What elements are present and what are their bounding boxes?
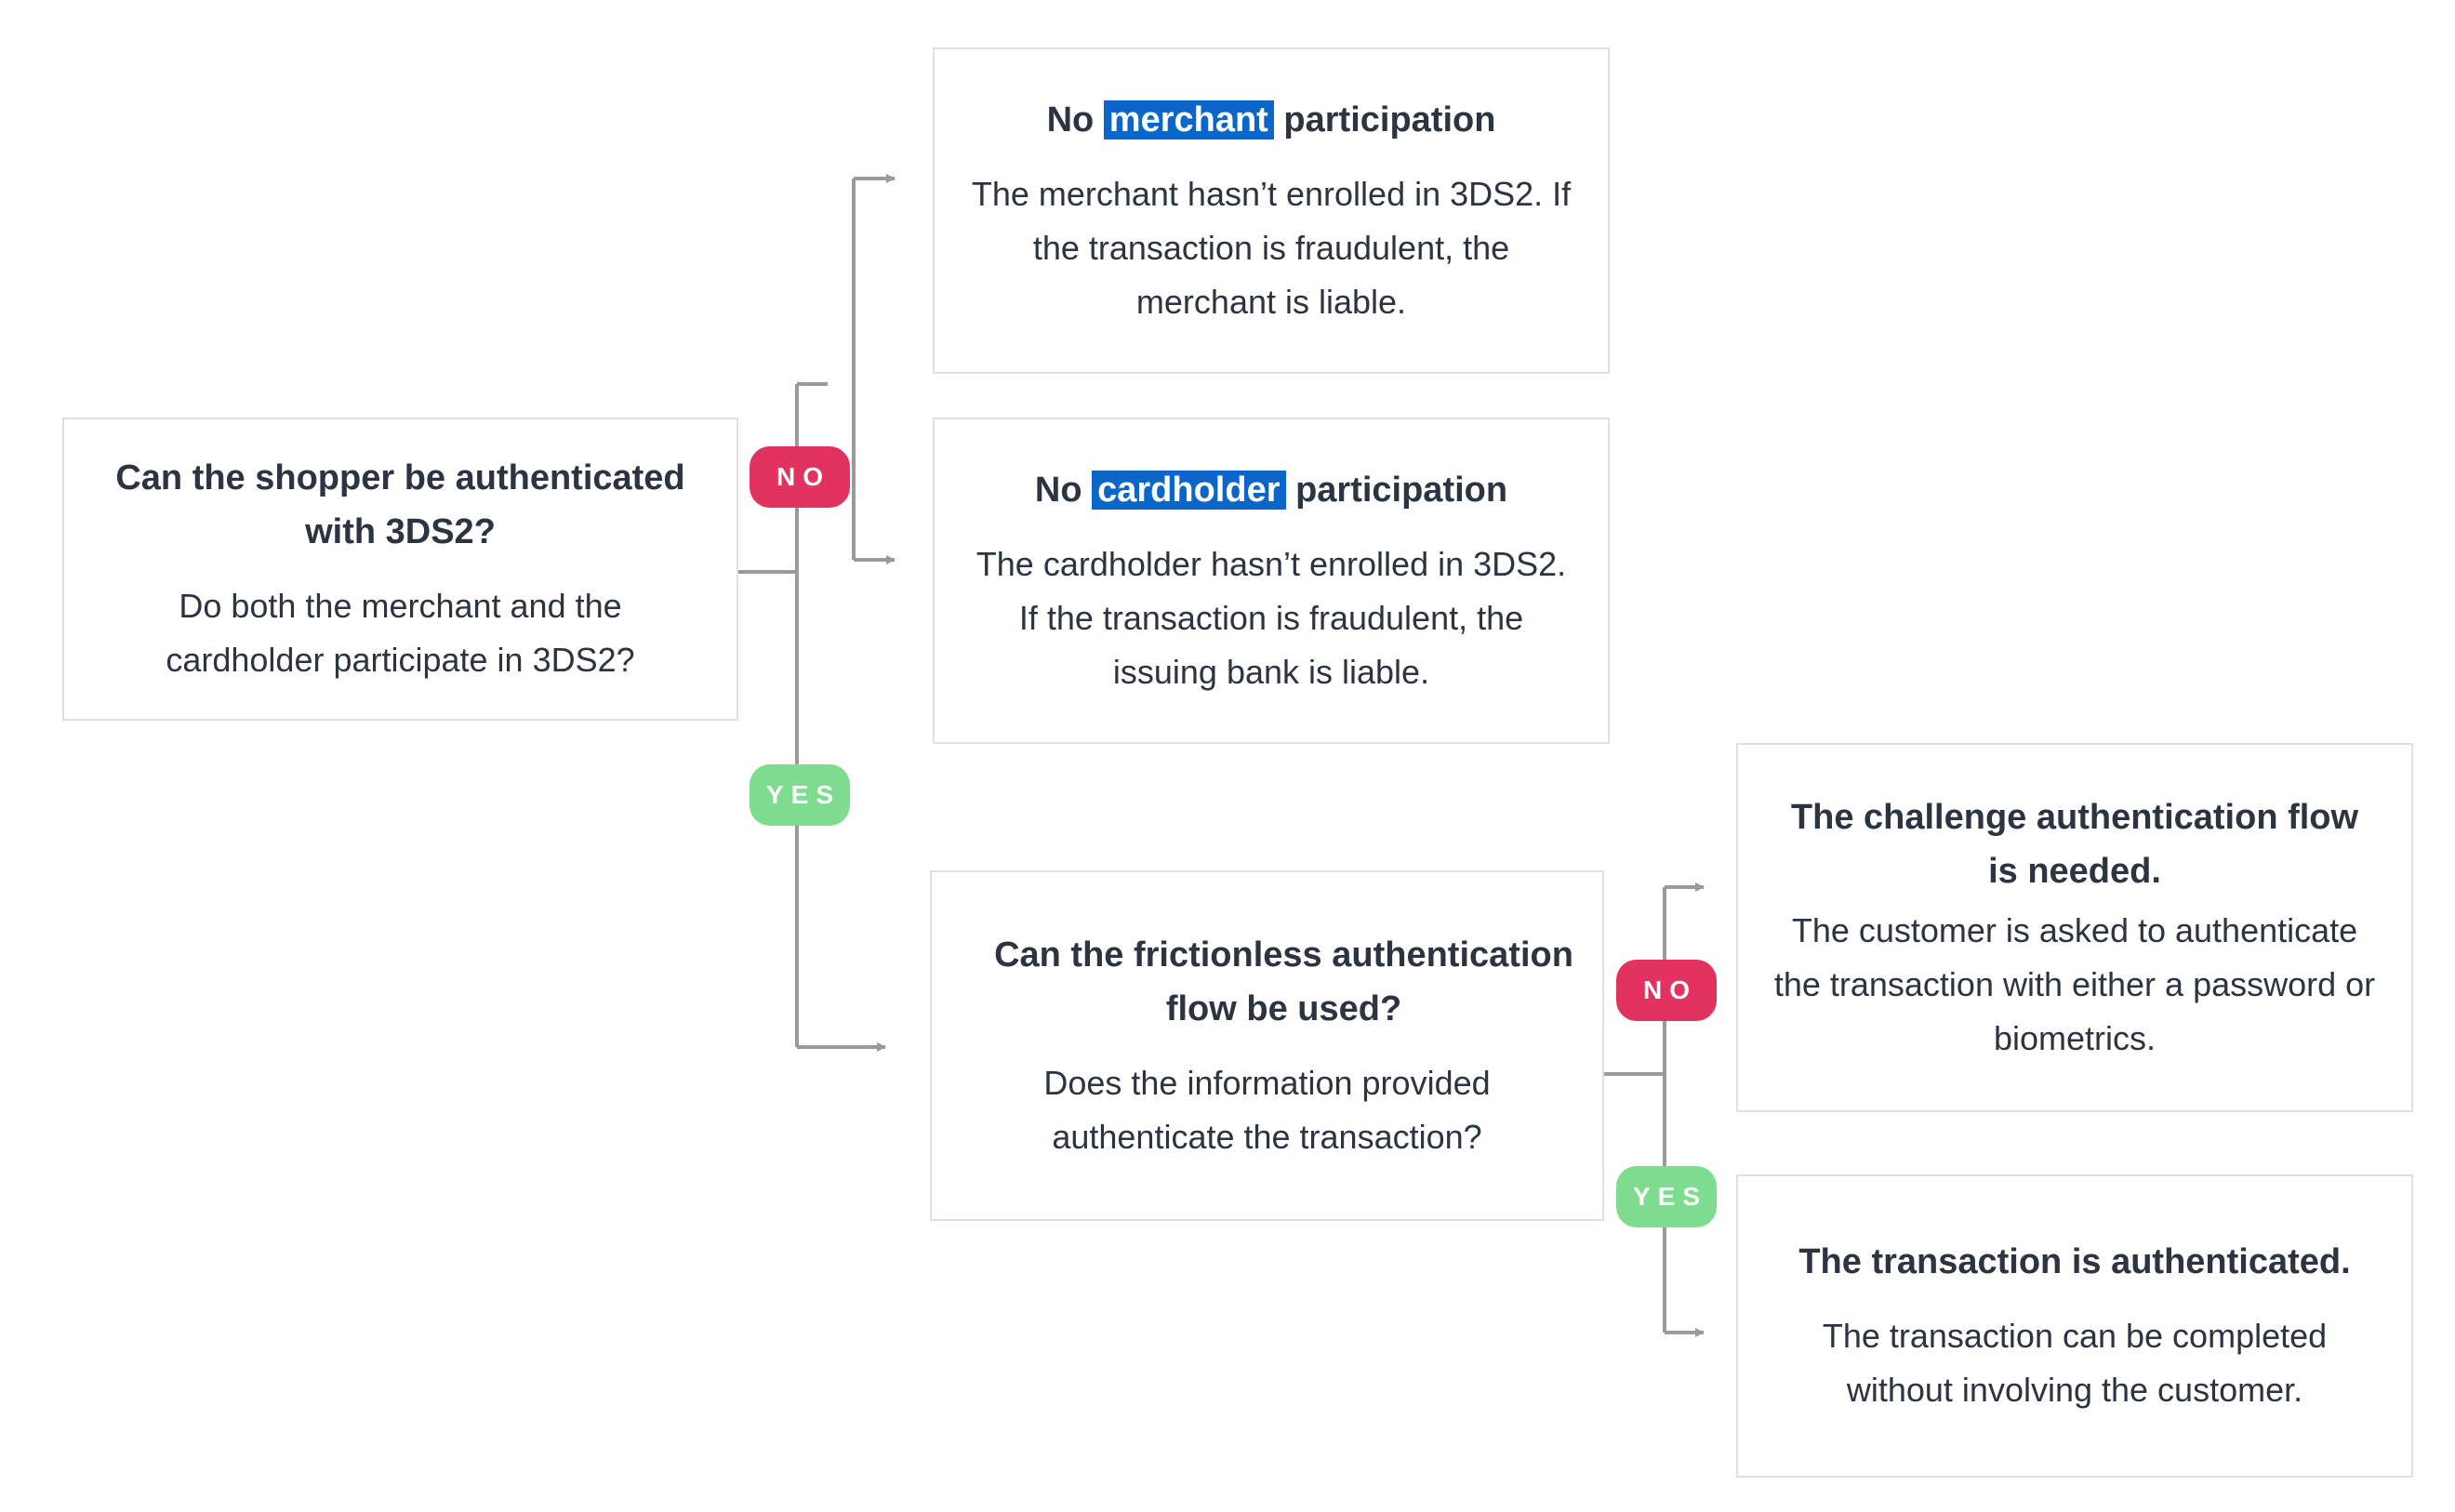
no-merchant-title: No merchant participation <box>1046 93 1496 147</box>
no-merchant-participation-box: No merchant participation The merchant h… <box>933 47 1610 374</box>
no-badge: NO <box>750 446 850 508</box>
title-text: No <box>1034 470 1082 510</box>
challenge-title: The challenge authentication flow is nee… <box>1790 797 2359 891</box>
no-cardholder-title: No cardholder participation <box>1035 463 1507 517</box>
title-text: participation <box>1295 470 1508 510</box>
cardholder-highlight: cardholder <box>1092 470 1286 510</box>
question-body: Does the information provided authentica… <box>1043 1063 1491 1156</box>
question-box-frictionless: Can the frictionless authentication flow… <box>930 870 1604 1221</box>
yes-badge: YES <box>1616 1166 1717 1227</box>
question-title: Can the shopper be authenticated with 3D… <box>115 458 685 551</box>
no-merchant-body: The merchant hasn’t enrolled in 3DS2. If… <box>971 174 1572 321</box>
no-badge: NO <box>1616 960 1717 1021</box>
question-body: Do both the merchant and the cardholder … <box>166 587 635 679</box>
title-text: participation <box>1283 99 1496 139</box>
authenticated-body: The transaction can be completed without… <box>1822 1317 2328 1409</box>
merchant-highlight: merchant <box>1103 99 1274 139</box>
no-cardholder-participation-box: No cardholder participation The cardhold… <box>933 418 1610 744</box>
title-text: No <box>1046 99 1095 139</box>
no-cardholder-body: The cardholder hasn’t enrolled in 3DS2. … <box>975 544 1567 691</box>
authenticated-box: The transaction is authenticated. The tr… <box>1736 1174 2413 1478</box>
challenge-flow-box: The challenge authentication flow is nee… <box>1736 743 2413 1112</box>
yes-badge: YES <box>750 764 850 826</box>
challenge-body: The customer is asked to authenticate th… <box>1773 910 2376 1057</box>
question-box-3ds2: Can the shopper be authenticated with 3D… <box>62 418 738 721</box>
authenticated-title: The transaction is authenticated. <box>1798 1242 2351 1281</box>
question-title: Can the frictionless authentication flow… <box>994 935 1573 1028</box>
